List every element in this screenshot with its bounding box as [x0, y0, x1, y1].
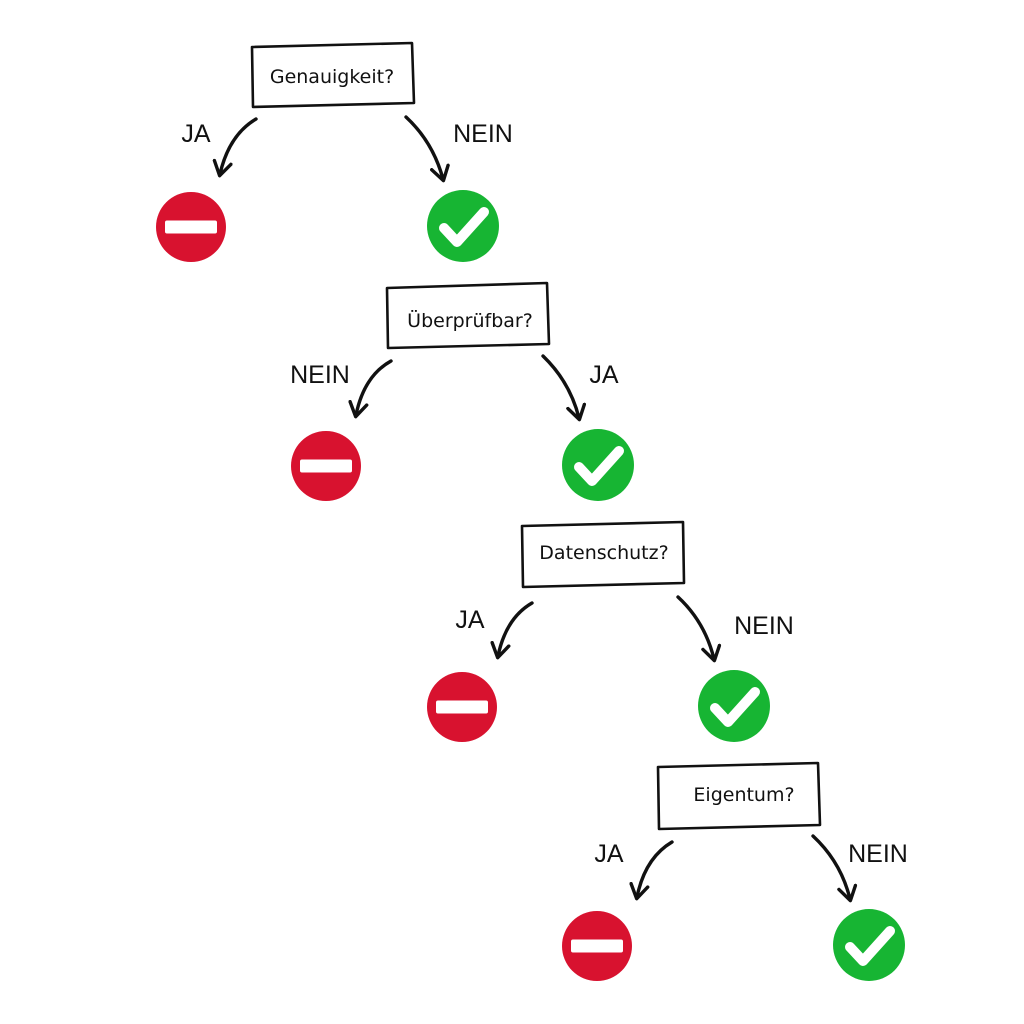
check-icon: [427, 190, 499, 262]
question-box: [656, 761, 822, 831]
branch-label-right: NEIN: [848, 840, 908, 868]
branch-label-right: NEIN: [453, 120, 513, 148]
question-text: Genauigkeit?: [270, 66, 394, 88]
no-entry-icon: [291, 431, 361, 501]
check-icon: [833, 909, 905, 981]
branch-label-left: JA: [455, 606, 485, 634]
no-entry-icon: [427, 672, 497, 742]
question-text: Datenschutz?: [539, 542, 668, 564]
arrow-right: [404, 115, 450, 183]
decision-node-3: Datenschutz? JA NEIN: [427, 520, 794, 742]
question-text: Überprüfbar?: [407, 309, 533, 332]
arrow-left: [212, 117, 258, 178]
question-text: Eigentum?: [693, 784, 794, 806]
no-entry-icon: [156, 192, 226, 262]
arrow-left: [490, 601, 534, 660]
check-icon: [562, 429, 634, 501]
check-icon: [698, 670, 770, 742]
branch-label-right: JA: [589, 361, 619, 389]
question-box: [250, 41, 416, 109]
arrow-left: [348, 359, 393, 419]
decision-node-4: Eigentum? JA NEIN: [562, 761, 908, 981]
decision-node-2: Überprüfbar? NEIN JA: [290, 281, 634, 501]
question-box: [520, 520, 686, 589]
branch-label-left: JA: [181, 120, 211, 148]
no-entry-icon: [562, 911, 632, 981]
branch-label-left: NEIN: [290, 361, 350, 389]
question-box: [385, 281, 551, 350]
arrow-left: [629, 840, 674, 901]
arrow-right: [676, 595, 722, 663]
arrow-right: [541, 354, 587, 422]
arrow-right: [811, 834, 858, 903]
branch-label-right: NEIN: [734, 612, 794, 640]
branch-label-left: JA: [594, 840, 624, 868]
decision-node-1: Genauigkeit? JA NEIN: [156, 41, 513, 262]
